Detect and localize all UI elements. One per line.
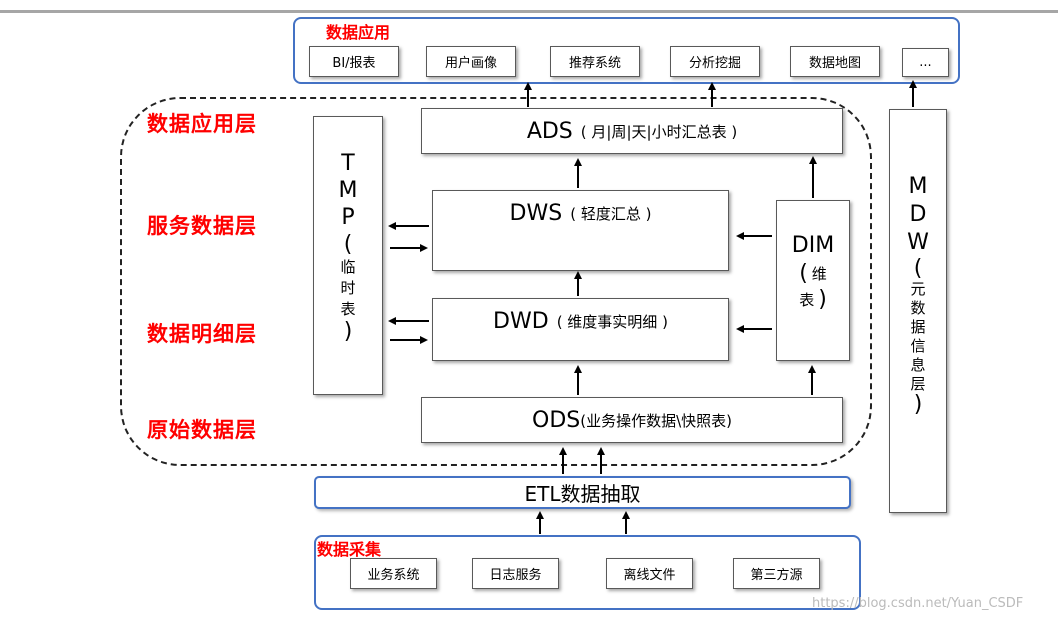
- mdw-char-2: 数: [910, 299, 926, 317]
- dws-subtitle: ( 轻度汇总 ): [570, 205, 652, 223]
- mdw-char-5: 息: [910, 356, 926, 374]
- dim-paren-open: (: [799, 261, 808, 286]
- mdw-char-4: 信: [910, 337, 926, 355]
- label-app-layer: 数据应用层: [147, 112, 257, 136]
- app-bi-report: BI/报表: [309, 46, 399, 77]
- source-business-system: 业务系统: [350, 558, 437, 589]
- source-log-service: 日志服务: [472, 558, 559, 589]
- mdw-char-6: 层: [910, 375, 926, 393]
- mdw-paren-close: ): [913, 392, 923, 417]
- mdw-char-3: 据: [910, 318, 926, 336]
- dim-char-1: 维: [811, 264, 827, 283]
- tmp-char-1: 临: [340, 258, 356, 276]
- app-analysis: 分析挖掘: [670, 46, 760, 77]
- mdw-char-1: 元: [910, 280, 926, 298]
- mdw-letter-w: W: [907, 230, 929, 255]
- dwd-subtitle: ( 维度事实明细 ): [556, 313, 668, 331]
- app-more: ...: [902, 48, 949, 77]
- mdw-letter-d: D: [909, 202, 927, 227]
- tmp-letter-p: P: [341, 205, 355, 230]
- app-recommend: 推荐系统: [550, 46, 640, 77]
- dwd-box: DWD ( 维度事实明细 ): [432, 298, 729, 361]
- tmp-letter-t: T: [341, 151, 355, 176]
- app-user-profile: 用户画像: [426, 46, 516, 77]
- etl-title: ETL数据抽取: [524, 482, 641, 506]
- ods-title: ODS: [532, 407, 581, 433]
- tmp-letter-m: M: [338, 178, 358, 203]
- tmp-char-3: 表: [340, 300, 356, 318]
- ods-box: ODS (业务操作数据\快照表): [421, 397, 843, 443]
- dim-char-2: 表: [799, 290, 815, 309]
- tmp-paren-close: ): [343, 319, 353, 344]
- ads-box: ADS ( 月|周|天|小时汇总表 ): [421, 108, 843, 154]
- ods-subtitle: (业务操作数据\快照表): [580, 411, 732, 430]
- app-data-map: 数据地图: [790, 46, 880, 77]
- watermark: https://blog.csdn.net/Yuan_CSDF: [812, 596, 1024, 611]
- tmp-char-2: 时: [340, 279, 356, 297]
- source-third-party: 第三方源: [733, 558, 820, 589]
- data-collection-title: 数据采集: [317, 540, 382, 559]
- mdw-paren-open: (: [913, 256, 923, 281]
- ads-title: ADS: [526, 118, 573, 144]
- top-divider: [0, 10, 1058, 13]
- dws-box: DWS ( 轻度汇总 ): [432, 190, 729, 271]
- data-application-title: 数据应用: [326, 23, 391, 42]
- mdw-letter-m: M: [908, 174, 928, 199]
- dim-title: DIM: [791, 233, 835, 258]
- etl-bar: ETL数据抽取: [314, 476, 851, 509]
- label-raw-layer: 原始数据层: [147, 418, 257, 442]
- dim-box: DIM ( 维 表 ): [776, 200, 850, 361]
- label-service-layer: 服务数据层: [147, 214, 257, 238]
- mdw-box: M D W ( 元 数 据 信 息 层 ): [889, 109, 947, 513]
- tmp-paren-open: (: [343, 232, 353, 257]
- warehouse-region: [120, 97, 872, 466]
- dim-paren-close: ): [818, 287, 827, 312]
- dwd-title: DWD: [493, 309, 549, 334]
- dws-title: DWS: [509, 201, 563, 226]
- label-detail-layer: 数据明细层: [147, 322, 257, 346]
- source-offline-files: 离线文件: [606, 558, 693, 589]
- ads-subtitle: ( 月|周|天|小时汇总表 ): [580, 122, 738, 141]
- tmp-box: T M P ( 临 时 表 ): [313, 116, 383, 395]
